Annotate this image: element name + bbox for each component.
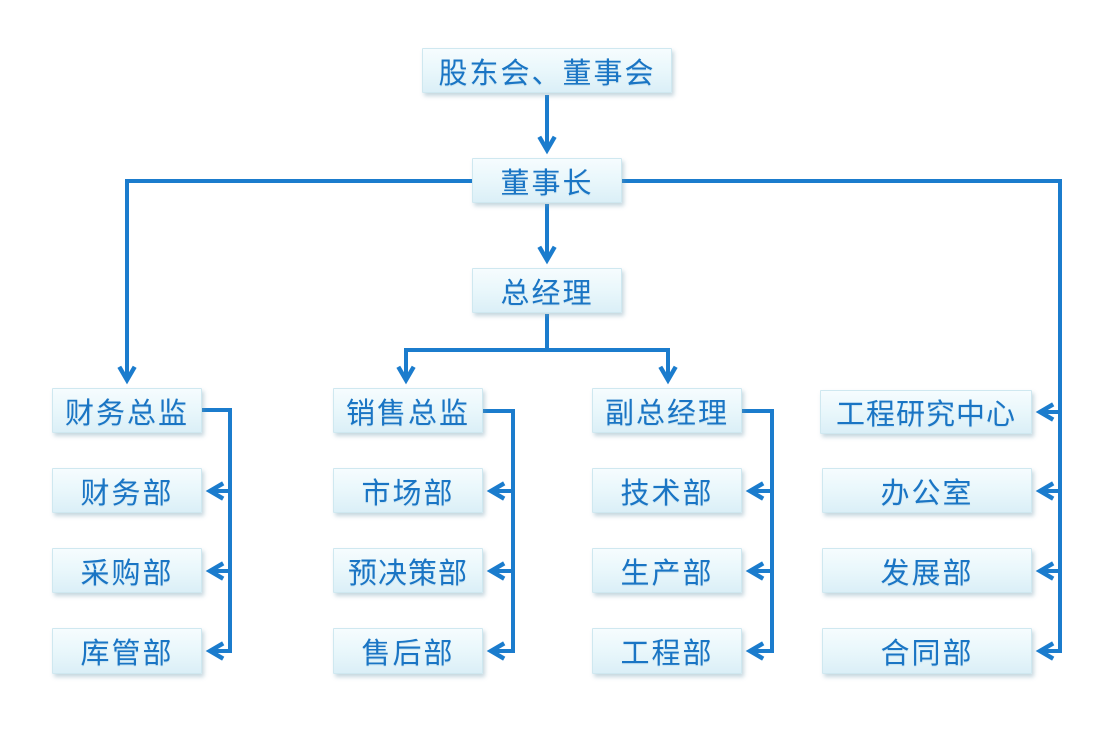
- node-engineering-research-center: 工程研究中心: [820, 390, 1032, 434]
- node-deputy-general-manager: 副总经理: [592, 388, 742, 433]
- edge-deputy-trunk: [742, 409, 774, 661]
- node-contract-dept: 合同部: [822, 628, 1032, 674]
- node-production-dept: 生产部: [592, 548, 742, 593]
- node-finance-dept: 财务部: [52, 468, 202, 513]
- node-office: 办公室: [822, 468, 1032, 513]
- node-pre-decision-dept: 预决策部: [333, 548, 483, 593]
- edge-finance-trunk: [202, 408, 232, 661]
- node-marketing-dept: 市场部: [333, 468, 483, 513]
- node-sales-director: 销售总监: [333, 388, 483, 433]
- node-chairman: 董事长: [472, 158, 622, 203]
- node-development-dept: 发展部: [822, 548, 1032, 593]
- node-technology-dept: 技术部: [592, 468, 742, 513]
- node-engineering-dept: 工程部: [592, 628, 742, 674]
- edge-chairman-finance-director: [117, 179, 472, 385]
- node-finance-director: 财务总监: [52, 388, 202, 433]
- node-shareholders-board: 股东会、董事会: [422, 48, 672, 93]
- node-purchasing-dept: 采购部: [52, 548, 202, 593]
- node-general-manager: 总经理: [472, 268, 622, 313]
- node-after-sales-dept: 售后部: [333, 628, 483, 674]
- edge-sales-trunk: [483, 409, 515, 661]
- node-warehouse-dept: 库管部: [52, 628, 202, 674]
